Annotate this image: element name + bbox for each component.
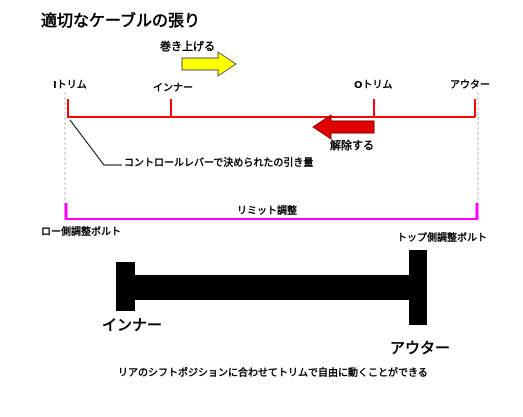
page-title: 適切なケーブルの張り (41, 11, 201, 30)
release-arrow (312, 114, 375, 140)
limit-label: リミット調整 (237, 206, 297, 217)
scale-label-o-trim: Oトリム (354, 80, 393, 91)
scale-label-outer: アウター (450, 80, 490, 91)
cage-bar (135, 275, 410, 300)
low-bolt-label: ロー側調整ボルト (41, 227, 121, 238)
release-label: 解除する (330, 139, 374, 152)
callout-leader (69, 119, 122, 166)
cage-outer-label: アウター (390, 339, 451, 357)
cage-inner-label: インナー (102, 316, 163, 334)
caption: リアのシフトポジションに合わせてトリムで自由に動くことができる (118, 368, 428, 379)
top-bolt-label: トップ側調整ボルト (397, 233, 487, 244)
scale-label-inner: インナー (153, 83, 193, 94)
scale-label-i-trim: Iトリム (53, 80, 87, 91)
inner-stopper (116, 262, 135, 311)
wind-up-arrow (181, 51, 237, 77)
wind-up-label: 巻き上げる (160, 40, 215, 53)
outer-stopper (409, 250, 427, 325)
callout-label: コントロールレバーで決められたの引き量 (124, 158, 314, 169)
